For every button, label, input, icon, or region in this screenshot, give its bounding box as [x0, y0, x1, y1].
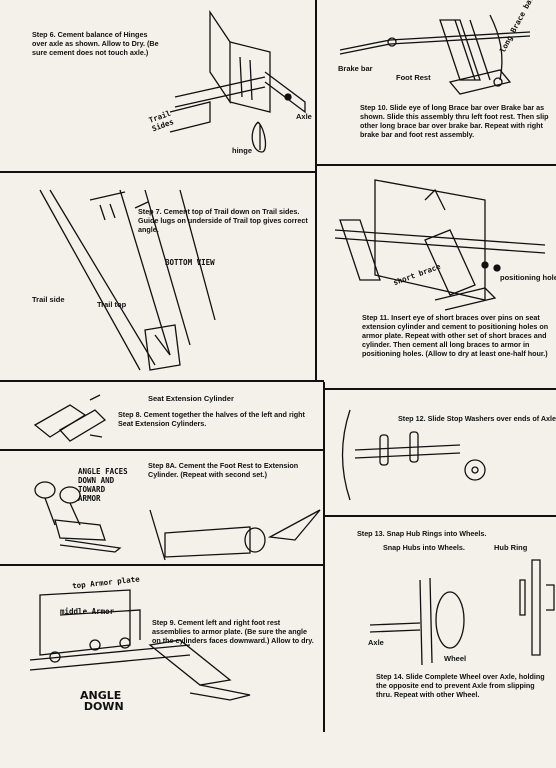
step-8-label: Step 8.	[118, 410, 142, 419]
hub-ring-label: Hub Ring	[494, 543, 528, 552]
step-8a-drawing-left	[34, 481, 122, 553]
step-6-text: Step 6. Cement balance of Hinges over ax…	[32, 30, 162, 57]
wheel-label: Wheel	[444, 654, 467, 663]
step-13-drawing	[369, 559, 555, 666]
step-10-text: Step 10. Slide eye of long Brace bar ove…	[360, 103, 552, 139]
step-8-text: Step 8. Cement together the halves of th…	[118, 410, 314, 428]
step-10-label: Step 10.	[360, 103, 388, 112]
step-14-text: Step 14. Slide Complete Wheel over Axle,…	[376, 672, 550, 699]
step-6-label: Step 6.	[32, 30, 56, 39]
step-12-body: Slide Stop Washers over ends of Axle	[427, 414, 556, 423]
hinge-label: hinge	[232, 146, 252, 155]
bottom-view-label: BOTTOM VIEW	[165, 258, 215, 267]
step-11-label: Step 11.	[362, 313, 390, 322]
step-14-label: Step 14.	[376, 672, 404, 681]
step-12-drawing	[341, 409, 486, 501]
positioning-holes-label: positioning holes	[500, 273, 556, 282]
step-8a-text: Step 8A. Cement the Foot Rest to Extensi…	[148, 461, 316, 479]
divider-row3-left	[0, 449, 324, 451]
step-7-body: Cement top of Trail down on Trail sides.…	[138, 207, 308, 234]
step-9-drawing	[29, 589, 251, 701]
step-7-label: Step 7.	[138, 207, 162, 216]
step-8a-drawing-right	[149, 509, 321, 561]
step-12-text: Step 12. Slide Stop Washers over ends of…	[398, 414, 556, 423]
axle-label-2: Axle	[368, 638, 384, 647]
step-9-label: Step 9.	[152, 618, 176, 627]
vertical-divider-middle	[323, 382, 325, 732]
angle-down-label: ANGLE DOWN	[80, 689, 124, 713]
trail-top-label: Trail top	[97, 300, 127, 309]
step-13-label: Step 13.	[357, 529, 385, 538]
step-6-body: Cement balance of Hinges over axle as sh…	[32, 30, 159, 57]
step-8a-body: Cement the Foot Rest to Extension Cylind…	[148, 461, 299, 479]
step-12-label: Step 12.	[398, 414, 426, 423]
step-10-body: Slide eye of long Brace bar over Brake b…	[360, 103, 549, 139]
step-11-drawing	[334, 179, 546, 311]
step-14-body: Slide Complete Wheel over Axle, holding …	[376, 672, 545, 699]
brake-bar-label: Brake bar	[338, 64, 373, 73]
divider-row2-right	[324, 388, 556, 390]
divider-row1-left	[0, 171, 316, 173]
divider-row2-left	[0, 380, 324, 382]
step-13-body: Snap Hub Rings into Wheels.	[386, 529, 487, 538]
step-6-drawing	[169, 9, 306, 153]
axle-label: Axle	[296, 112, 312, 121]
trail-side-label: Trail side	[32, 295, 65, 304]
divider-row4-left	[0, 564, 324, 566]
foot-rest-label: Foot Rest	[396, 73, 431, 82]
step-13-text: Step 13. Snap Hub Rings into Wheels.	[357, 529, 537, 538]
step-8-body: Cement together the halves of the left a…	[118, 410, 305, 428]
step-8a-label: Step 8A.	[148, 461, 177, 470]
middle-armor-label: middle Armor	[60, 607, 115, 616]
step-9-text: Step 9. Cement left and right foot rest …	[152, 618, 317, 645]
vertical-divider-top	[315, 0, 317, 382]
step-11-text: Step 11. Insert eye of short braces over…	[362, 313, 552, 358]
divider-row3-right	[324, 515, 556, 517]
seat-extension-cylinder-label: Seat Extension Cylinder	[148, 394, 234, 403]
step-13-sub-text: Snap Hubs into Wheels.	[383, 543, 465, 552]
step-7-drawing	[39, 189, 216, 371]
step-9-body: Cement left and right foot rest assembli…	[152, 618, 314, 645]
step-10-drawing	[339, 14, 531, 95]
divider-row1-right	[316, 164, 556, 166]
step-7-text: Step 7. Cement top of Trail down on Trai…	[138, 207, 312, 234]
angle-faces-label: ANGLE FACES DOWN AND TOWARD ARMOR	[78, 467, 128, 503]
step-8-drawing	[33, 394, 107, 442]
step-11-body: Insert eye of short braces over pins on …	[362, 313, 549, 358]
